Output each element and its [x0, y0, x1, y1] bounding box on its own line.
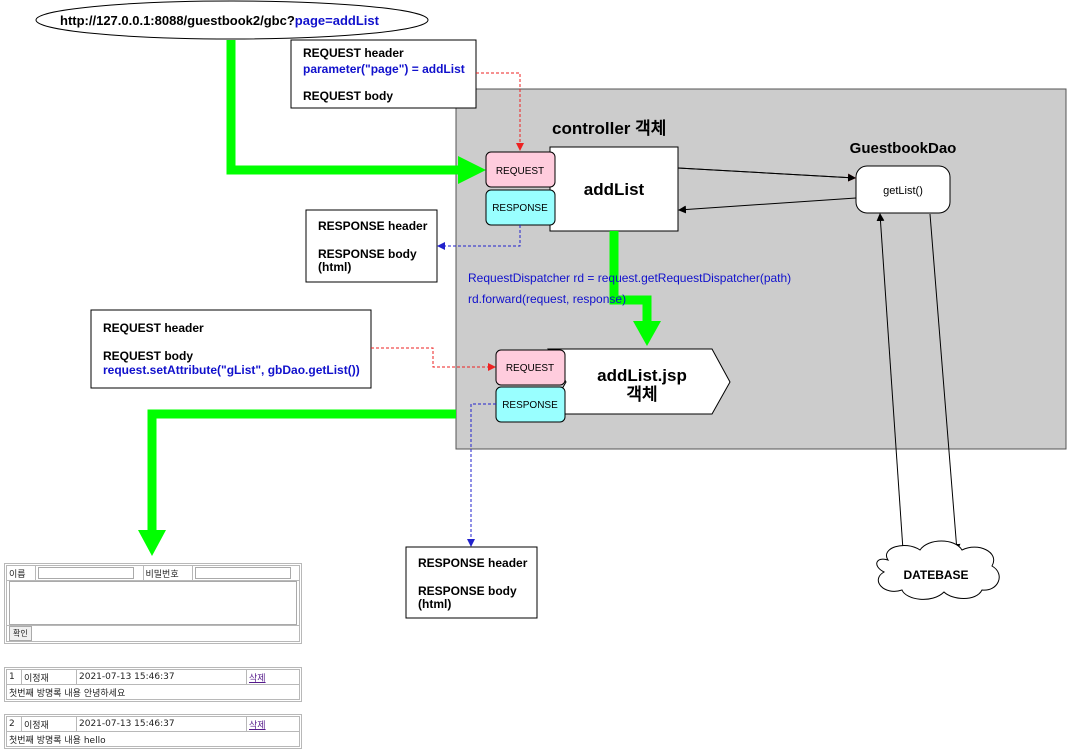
guestbook-form: 이름 비밀번호 확인	[4, 563, 302, 644]
entry-delete-cell: 삭제	[246, 716, 300, 732]
blue-dash-1	[437, 225, 521, 250]
jsp-response-label: RESPONSE	[502, 400, 558, 411]
jsp-request-label: REQUEST	[506, 363, 554, 374]
guestbook-entry-1: 1 이정재 2021-07-13 15:46:37 삭제 첫번째 방명록 내용 …	[4, 667, 302, 702]
req2-body: REQUEST body	[103, 349, 193, 363]
entry-content: 첫번째 방명록 내용 hello	[6, 731, 300, 747]
resp1-body2: (html)	[318, 260, 351, 274]
url-ellipse	[35, 0, 429, 40]
dispatch-line1: RequestDispatcher rd = request.getReques…	[468, 271, 791, 285]
content-cell	[6, 580, 300, 626]
jsp-line1: addList.jsp	[597, 366, 687, 385]
jsp-request-tab	[495, 349, 566, 386]
controller-request-tab	[485, 151, 556, 188]
controller-addlist-box	[549, 146, 679, 232]
url-text: http://127.0.0.1:8088/guestbook2/gbc?pag…	[60, 13, 380, 28]
jsp-line2: 객체	[626, 385, 657, 404]
password-label: 비밀번호	[142, 565, 193, 581]
flow-arrowhead-output	[138, 530, 166, 556]
req2-attr: request.setAttribute("gList", gbDao.getL…	[103, 363, 360, 377]
controller-title: controller 객체	[552, 119, 666, 138]
entry-delete-cell: 삭제	[246, 669, 300, 685]
resp1-header: RESPONSE header	[318, 219, 428, 233]
database-label: DATEBASE	[903, 568, 968, 582]
delete-link[interactable]: 삭제	[249, 720, 266, 731]
name-input[interactable]	[38, 567, 134, 579]
req1-header: REQUEST header	[303, 46, 404, 60]
arrow-dao-to-controller	[678, 197, 857, 214]
flow-arrow-request	[226, 40, 462, 175]
entry-date: 2021-07-13 15:46:37	[76, 716, 247, 732]
content-textarea[interactable]	[9, 581, 297, 625]
arrow-dao-to-db	[929, 213, 961, 552]
resp2-body2: (html)	[418, 597, 451, 611]
submit-button[interactable]: 확인	[9, 626, 32, 641]
flow-arrow-forward	[609, 231, 652, 325]
req2-header: REQUEST header	[103, 321, 204, 335]
arrow-db-to-dao	[876, 213, 904, 551]
response-box-2	[405, 546, 538, 619]
blue-dash-2	[467, 403, 496, 547]
request-box-2	[90, 309, 372, 389]
flow-arrowhead-request	[458, 156, 486, 184]
entry-no: 1	[6, 669, 22, 685]
controller-name: addList	[584, 180, 645, 199]
name-label: 이름	[6, 565, 36, 581]
delete-link[interactable]: 삭제	[249, 673, 266, 684]
resp2-header: RESPONSE header	[418, 556, 528, 570]
entry-date: 2021-07-13 15:46:37	[76, 669, 247, 685]
red-dash-2	[371, 347, 496, 371]
table-row: 2 이정재 2021-07-13 15:46:37 삭제	[6, 716, 300, 732]
flow-arrow-output	[147, 409, 456, 536]
entry-content: 첫번째 방명록 내용 안녕하세요	[6, 684, 300, 700]
entry-name: 이정재	[21, 669, 77, 685]
password-input[interactable]	[194, 567, 291, 579]
guestbook-entry-2: 2 이정재 2021-07-13 15:46:37 삭제 첫번째 방명록 내용 …	[4, 714, 302, 749]
table-row: 1 이정재 2021-07-13 15:46:37 삭제	[6, 669, 300, 685]
dao-method: getList()	[883, 185, 923, 197]
password-field-cell	[191, 565, 300, 581]
name-field-cell	[35, 565, 144, 581]
database-cloud	[876, 540, 1000, 600]
req1-param: parameter("page") = addList	[303, 62, 465, 76]
entry-no: 2	[6, 716, 22, 732]
resp1-body: RESPONSE body	[318, 247, 417, 261]
entry-name: 이정재	[21, 716, 77, 732]
response-box-1	[305, 209, 438, 283]
dao-getlist-box	[855, 165, 951, 214]
jsp-shape	[547, 348, 731, 415]
flow-arrowhead-forward	[633, 321, 661, 346]
controller-request-label: REQUEST	[496, 166, 544, 177]
submit-cell: 확인	[6, 625, 300, 642]
dao-title: GuestbookDao	[850, 140, 957, 157]
dispatch-line2: rd.forward(request, response)	[468, 292, 626, 306]
red-dash-1	[476, 72, 524, 151]
resp2-body: RESPONSE body	[418, 584, 517, 598]
req1-body: REQUEST body	[303, 89, 393, 103]
request-box-1	[290, 39, 477, 109]
controller-response-label: RESPONSE	[492, 203, 548, 214]
